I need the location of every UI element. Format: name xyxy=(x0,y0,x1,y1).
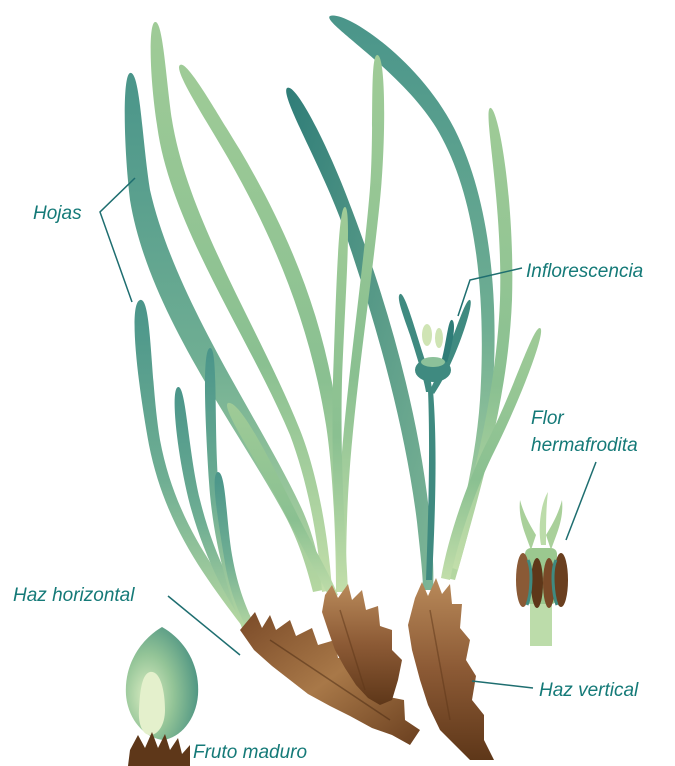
flower-stalk xyxy=(426,390,436,580)
leader-haz-vertical xyxy=(472,681,533,688)
leaves-group xyxy=(125,16,541,633)
label-hojas: Hojas xyxy=(33,200,82,227)
label-fruto-maduro: Fruto maduro xyxy=(193,739,307,766)
sheaths xyxy=(240,578,494,760)
label-flor-line1: Flor xyxy=(531,405,638,432)
flower-detail xyxy=(516,492,568,646)
flower-bud xyxy=(435,328,443,348)
fruit-detail xyxy=(126,627,198,766)
flower-bud xyxy=(422,324,432,346)
leaf xyxy=(227,403,338,599)
label-flor-hermafrodita: Flor hermafrodita xyxy=(531,405,638,459)
sheath-vertical xyxy=(408,578,494,760)
label-flor-line2: hermafrodita xyxy=(531,432,638,459)
label-haz-vertical: Haz vertical xyxy=(539,677,638,704)
stamen xyxy=(531,558,543,608)
leader-flor xyxy=(566,462,596,540)
label-inflorescencia: Inflorescencia xyxy=(526,258,643,285)
stigma xyxy=(546,500,562,550)
label-haz-horizontal: Haz horizontal xyxy=(13,582,134,609)
stigma xyxy=(520,500,536,550)
